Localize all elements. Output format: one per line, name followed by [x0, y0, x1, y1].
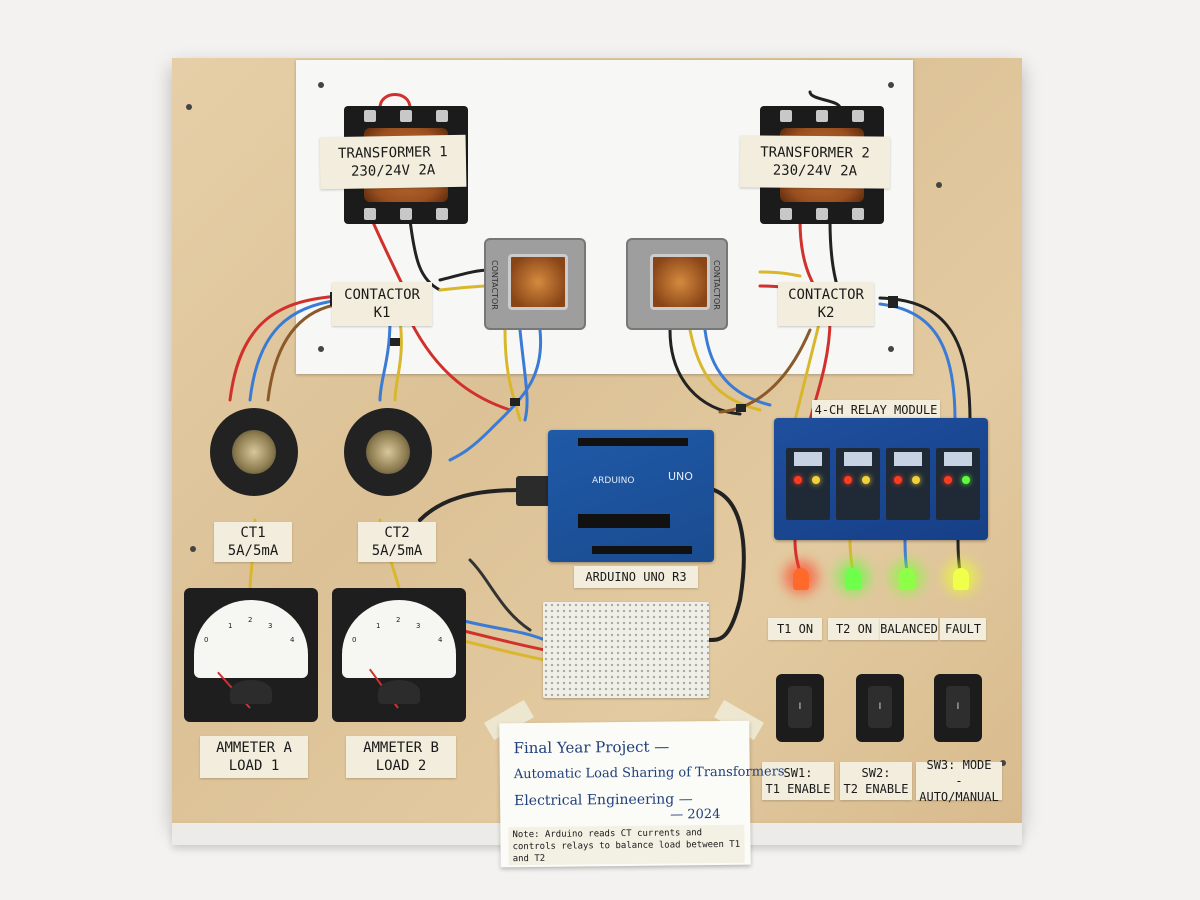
rocker-icon[interactable]: ⏽: [868, 686, 892, 728]
usb-connector: [516, 476, 552, 506]
relay-module: [774, 418, 988, 540]
ammeter-b: 0 1 2 3 4: [332, 588, 466, 722]
relay-4: [936, 448, 980, 520]
screw-icon: [190, 546, 196, 552]
contactor-k2: CONTACTOR: [626, 238, 728, 330]
relay-3: [886, 448, 930, 520]
label-arduino: ARDUINO UNO R3: [574, 566, 698, 588]
switch-sw2[interactable]: ⏽: [856, 674, 904, 742]
label-transformer-2: TRANSFORMER 2 230/24V 2A: [739, 135, 891, 189]
project-note-card: Final Year Project — Automatic Load Shar…: [499, 720, 785, 868]
led-balanced: [899, 568, 915, 590]
rocker-icon[interactable]: ⏽: [788, 686, 812, 728]
led-t2-on: [845, 568, 861, 590]
label-ct1: CT1 5A/5mA: [214, 522, 292, 562]
led-fault: [953, 568, 969, 590]
contactor-k1: CONTACTOR: [484, 238, 586, 330]
label-contactor-k1: CONTACTOR K1: [332, 282, 432, 326]
current-transformer-ct1: [196, 404, 312, 502]
label-contactor-k2: CONTACTOR K2: [778, 282, 874, 326]
screw-icon: [1000, 760, 1006, 766]
rocker-icon[interactable]: ⏽: [946, 686, 970, 728]
screw-icon: [888, 346, 894, 352]
label-relay-module: 4-CH RELAY MODULE: [812, 400, 940, 420]
ammeter-a: 0 1 2 3 4: [184, 588, 318, 722]
screw-icon: [936, 182, 942, 188]
label-ammeter-b: AMMETER B LOAD 2: [346, 736, 456, 778]
arduino-uno-board: ARDUINO UNO: [548, 430, 714, 562]
breadboard: [543, 602, 709, 698]
label-sw3: SW3: MODE -AUTO/MANUAL: [916, 758, 1002, 804]
label-sw1: SW1: T1 ENABLE: [762, 762, 834, 800]
screw-icon: [186, 104, 192, 110]
label-sw2: SW2: T2 ENABLE: [840, 762, 912, 800]
screw-icon: [318, 346, 324, 352]
project-note-detail: Note: Arduino reads CT currents and cont…: [508, 824, 745, 866]
relay-2: [836, 448, 880, 520]
label-transformer-1: TRANSFORMER 1 230/24V 2A: [319, 134, 467, 190]
relay-1: [786, 448, 830, 520]
label-ct2: CT2 5A/5mA: [358, 522, 436, 562]
led-t1-on: [793, 568, 809, 590]
label-t2-on: T2 ON: [828, 618, 880, 640]
screw-icon: [318, 82, 324, 88]
switch-sw1[interactable]: ⏽: [776, 674, 824, 742]
switch-sw3[interactable]: ⏽: [934, 674, 982, 742]
current-transformer-ct2: [330, 404, 446, 502]
label-t1-on: T1 ON: [768, 618, 822, 640]
label-fault: FAULT: [940, 618, 986, 640]
label-balanced: BALANCED: [880, 618, 938, 640]
screw-icon: [888, 82, 894, 88]
label-ammeter-a: AMMETER A LOAD 1: [200, 736, 308, 778]
